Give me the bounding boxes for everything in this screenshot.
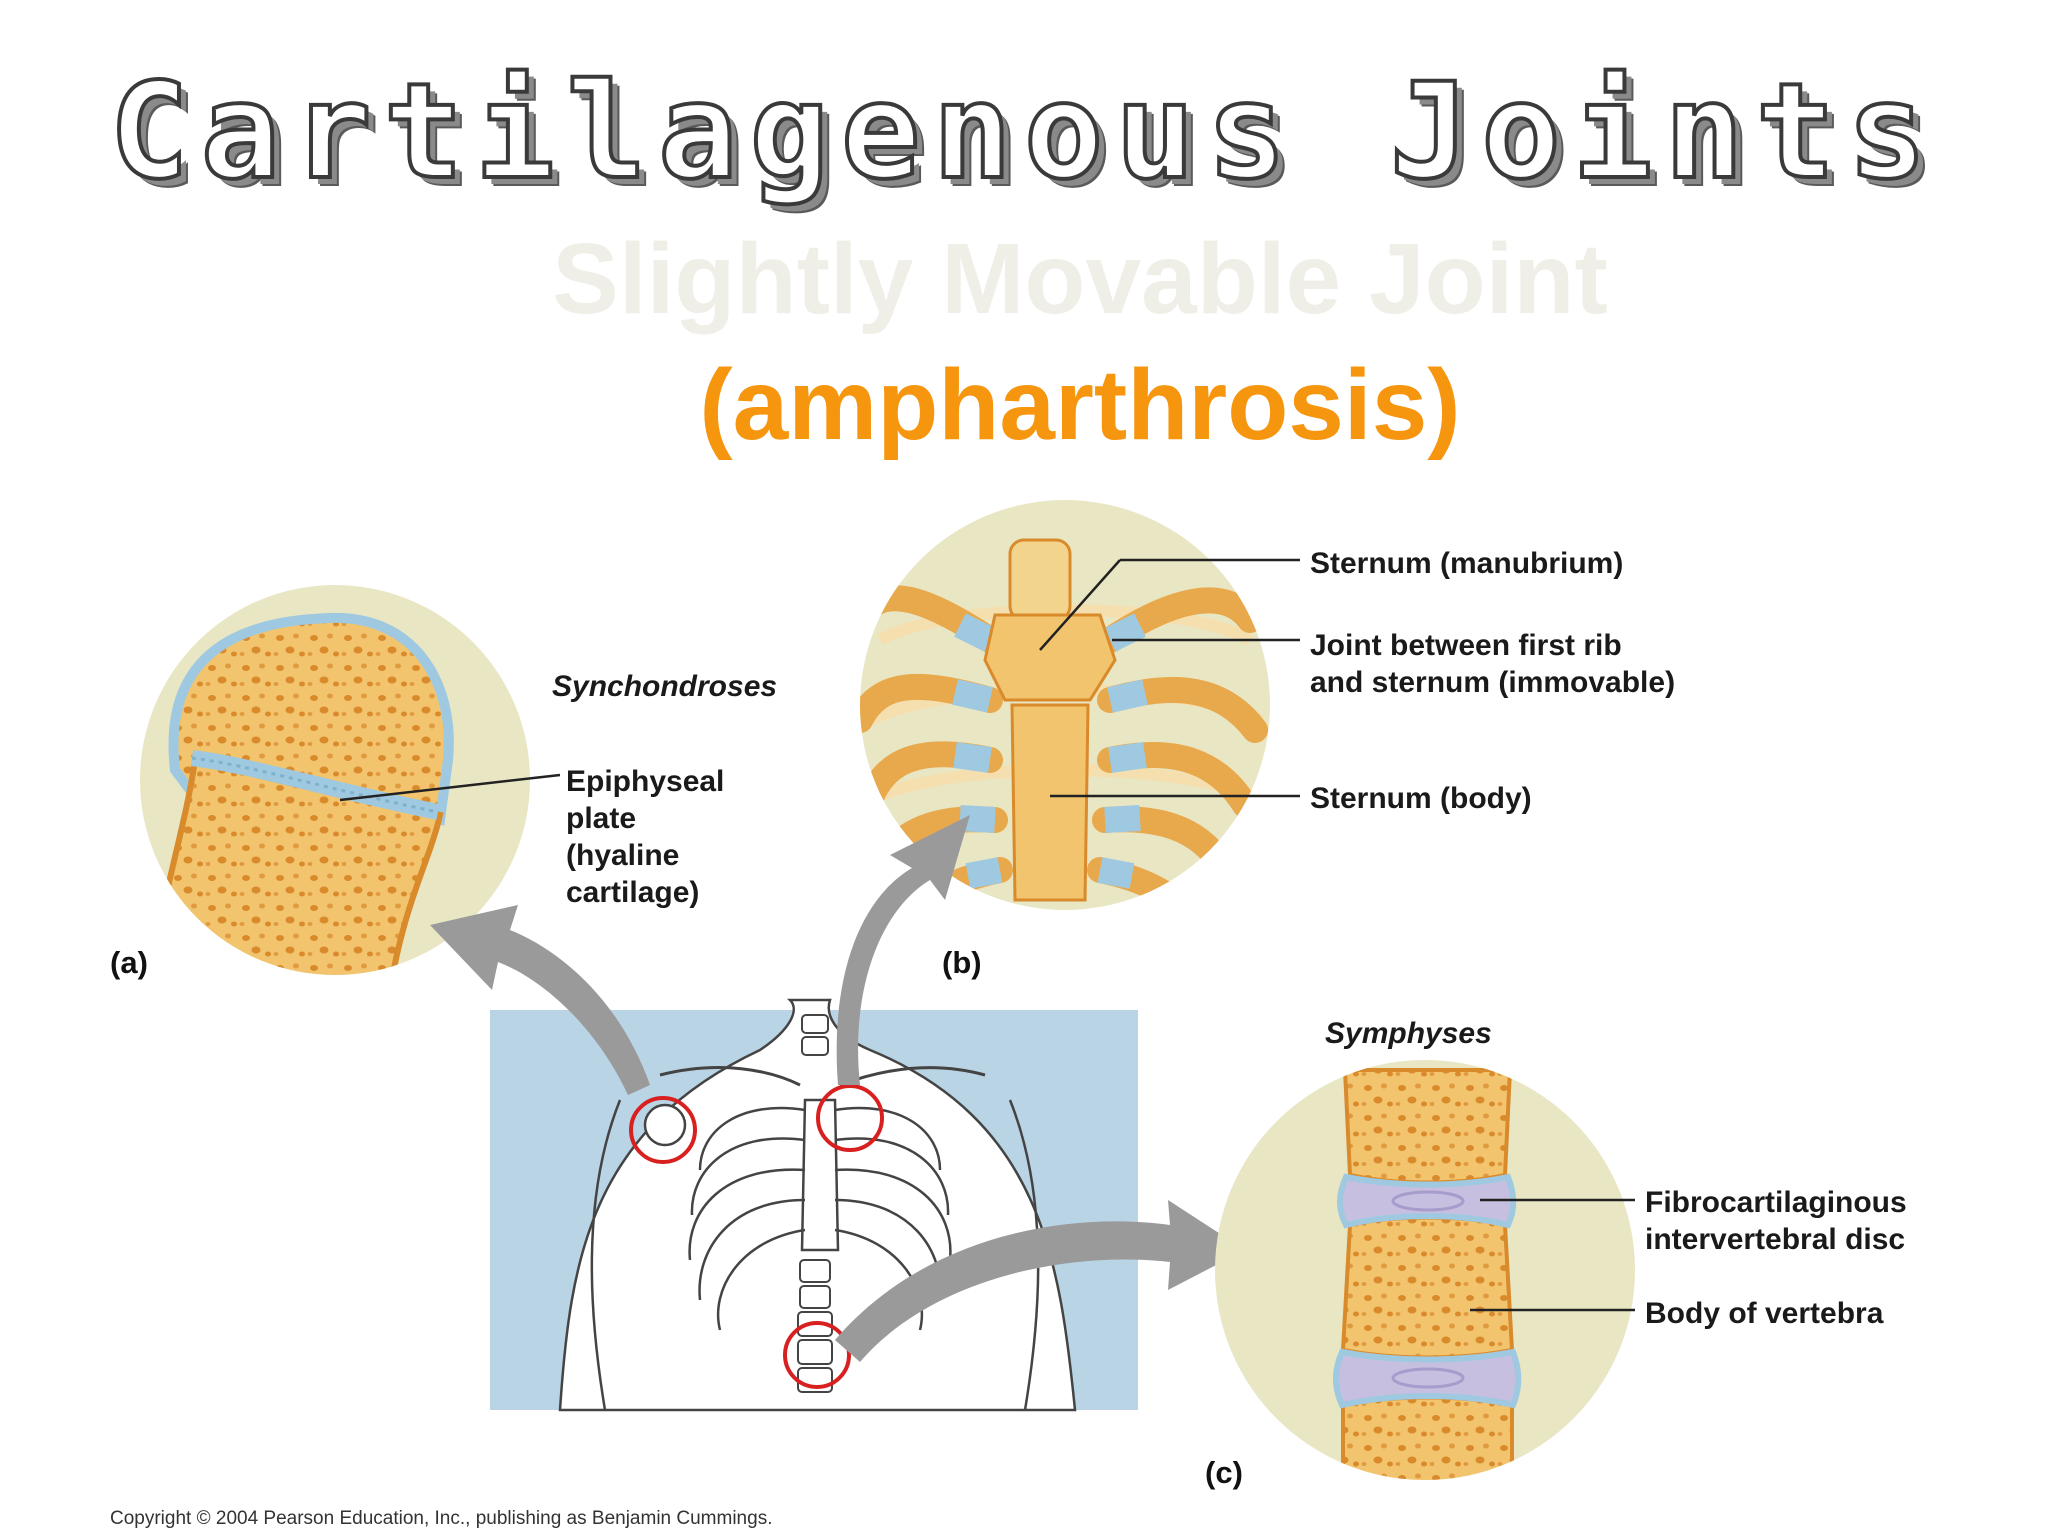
panel-b-letter: (b) (942, 945, 982, 980)
epiphyseal-plate-label-line3: (hyaline (566, 839, 680, 872)
skeleton-overview-illustration (490, 998, 1138, 1412)
panel-a-letter: (a) (110, 945, 148, 980)
panel-c-letter: (c) (1205, 1455, 1243, 1490)
slide-title: Cartilagenous Joints (107, 53, 1939, 211)
first-rib-joint-label-line2: and sternum (immovable) (1310, 666, 1676, 699)
panel-a-illustration (140, 585, 561, 975)
slide-subtitle: Slightly Movable Joint (552, 223, 1608, 335)
callout-arrows (430, 815, 1245, 1362)
intervertebral-disc-label-line1: Fibrocartilaginous (1645, 1186, 1907, 1219)
vertebra-body-label: Body of vertebra (1645, 1297, 1884, 1330)
symphyses-label: Symphyses (1325, 1017, 1492, 1050)
first-rib-joint-label: Joint between first rib and sternum (imm… (1310, 627, 1675, 701)
intervertebral-disc-label: Fibrocartilaginous intervertebral disc (1645, 1184, 1907, 1258)
copyright-notice: Copyright © 2004 Pearson Education, Inc.… (110, 1508, 773, 1529)
epiphyseal-plate-label-line4: cartilage) (566, 876, 700, 909)
epiphyseal-plate-label-line2: plate (566, 802, 637, 835)
epiphyseal-plate-label-line1: Epiphyseal (566, 765, 725, 798)
intervertebral-disc-label-line2: intervertebral disc (1645, 1223, 1906, 1256)
sternum-manubrium-label: Sternum (manubrium) (1310, 547, 1624, 580)
synchondroses-label: Synchondroses (552, 670, 778, 703)
first-rib-joint-label-line1: Joint between first rib (1310, 629, 1622, 662)
panel-c-illustration (1215, 1060, 1635, 1480)
slide-subtitle-term: (ampharthrosis) (699, 349, 1461, 461)
epiphyseal-plate-label: Epiphyseal plate (hyaline cartilage) (566, 763, 724, 911)
sternum-body-label: Sternum (body) (1310, 782, 1532, 815)
